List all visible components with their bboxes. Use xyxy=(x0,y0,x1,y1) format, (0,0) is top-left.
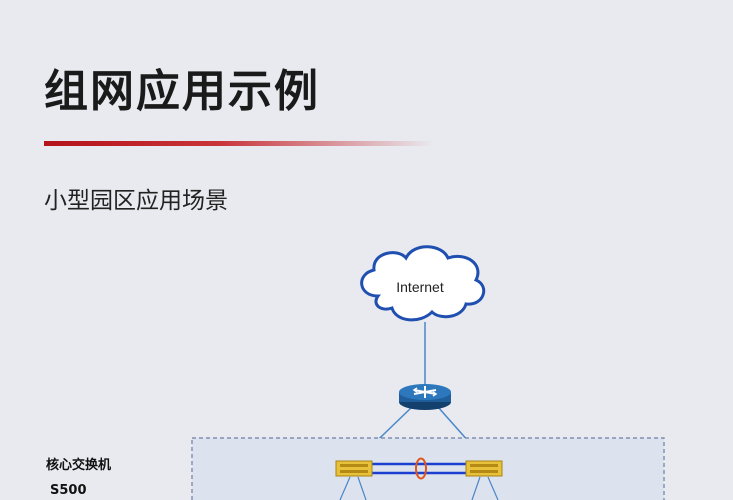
lag-ring-icon xyxy=(415,457,427,480)
title-underline xyxy=(44,141,434,146)
downlink-left-a xyxy=(339,476,351,500)
router-icon xyxy=(399,384,451,410)
core-switch-left-icon xyxy=(335,460,373,477)
internet-label: Internet xyxy=(396,279,444,295)
core-switch-label: 核心交换机 xyxy=(46,458,112,473)
internet-cloud-icon xyxy=(360,245,486,322)
core-switch-right-icon xyxy=(465,460,503,477)
page-title: 组网应用示例 xyxy=(44,66,320,117)
page-subtitle: 小型园区应用场景 xyxy=(44,188,228,214)
core-zone-box xyxy=(191,437,665,500)
core-switch-model: S500 xyxy=(50,483,87,498)
downlink-left-b xyxy=(357,476,367,500)
downlink-right-a xyxy=(471,476,481,500)
downlink-right-b xyxy=(487,476,499,500)
